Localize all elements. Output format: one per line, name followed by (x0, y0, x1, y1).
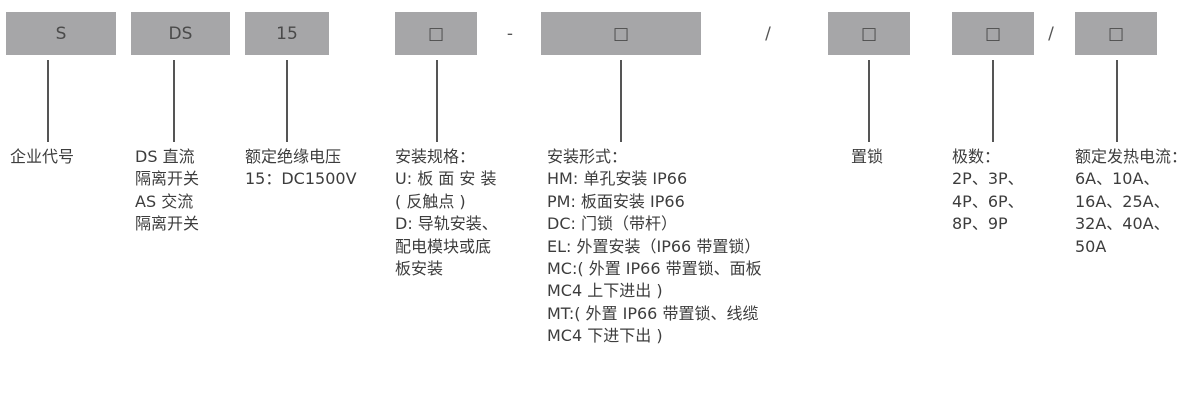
desc-line: 32A、40A、 (1075, 214, 1170, 234)
desc-line: 额定发热电流： (1075, 147, 1188, 166)
desc-line: EL: 外置安装（IP66 带置锁） (547, 236, 761, 256)
desc-line: AS 交流 (135, 191, 194, 211)
desc-line: MC:( 外置 IP66 带置锁、面板 (547, 259, 762, 279)
code-box-mounting-form: □ (541, 12, 701, 55)
desc-line: D: 导轨安装、 (395, 214, 498, 234)
code-box-current: □ (1075, 12, 1157, 55)
desc-line: HM: 单孔安装 IP66 (547, 169, 688, 189)
desc-line: 16A、25A、 (1075, 191, 1170, 211)
code-box-mounting-spec: □ (395, 12, 477, 55)
code-box-company: S (6, 12, 116, 55)
desc-line: 4P、6P、 (952, 191, 1024, 211)
connector-line-mounting-form (620, 60, 622, 142)
desc-line: 8P、9P (952, 214, 1008, 234)
desc-line: U: 板 面 安 装 (395, 169, 497, 189)
separator-dash: - (506, 23, 514, 44)
desc-line: 额定绝缘电压 (245, 147, 342, 166)
desc-voltage: 额定绝缘电压 15：DC1500V (245, 146, 357, 191)
desc-mounting-form: 安装形式： HM: 单孔安装 IP66 PM: 板面安装 IP66 DC: 门锁… (547, 146, 762, 348)
connector-line-poles (992, 60, 994, 142)
separator-slash-1: / (765, 23, 771, 44)
desc-line: 隔离开关 (135, 214, 200, 234)
desc-line: 隔离开关 (135, 169, 200, 189)
desc-mounting-spec: 安装规格： U: 板 面 安 装 ( 反触点 ) D: 导轨安装、 配电模块或底… (395, 146, 498, 280)
connector-line-lock (868, 60, 870, 142)
desc-line: MC4 上下进出 ) (547, 281, 663, 301)
desc-line: PM: 板面安装 IP66 (547, 191, 685, 211)
code-box-lock: □ (828, 12, 910, 55)
connector-line-mounting-spec (436, 60, 438, 142)
connector-line-current (1116, 60, 1118, 142)
desc-line: 15：DC1500V (245, 169, 357, 189)
desc-line: 企业代号 (10, 147, 75, 166)
code-box-type: DS (131, 12, 230, 55)
separator-slash-2: / (1048, 23, 1054, 44)
desc-poles: 极数： 2P、3P、 4P、6P、 8P、9P (952, 146, 1024, 236)
desc-line: 安装规格： (395, 147, 476, 166)
connector-line-voltage (286, 60, 288, 142)
connector-line-company (47, 60, 49, 142)
desc-line: DC: 门锁（带杆） (547, 214, 677, 234)
desc-type: DS 直流 隔离开关 AS 交流 隔离开关 (135, 146, 199, 236)
desc-line: 6A、10A、 (1075, 169, 1160, 189)
desc-line: MC4 下进下出 ) (547, 326, 663, 346)
desc-company: 企业代号 (10, 146, 74, 168)
code-box-voltage: 15 (245, 12, 329, 55)
desc-line: 2P、3P、 (952, 169, 1024, 189)
desc-line: 极数： (952, 147, 1001, 166)
desc-line: DS 直流 (135, 147, 195, 166)
desc-line: 置锁 (851, 147, 884, 166)
desc-current: 额定发热电流： 6A、10A、 16A、25A、 32A、40A、 50A (1075, 146, 1187, 258)
desc-line: ( 反触点 ) (395, 191, 466, 211)
desc-lock: 置锁 (851, 146, 883, 168)
connector-line-type (173, 60, 175, 142)
desc-line: 板安装 (395, 259, 444, 279)
desc-line: 安装形式： (547, 147, 628, 166)
desc-line: 配电模块或底 (395, 236, 492, 256)
desc-line: 50A (1075, 236, 1107, 256)
code-box-poles: □ (952, 12, 1034, 55)
desc-line: MT:( 外置 IP66 带置锁、线缆 (547, 303, 759, 323)
